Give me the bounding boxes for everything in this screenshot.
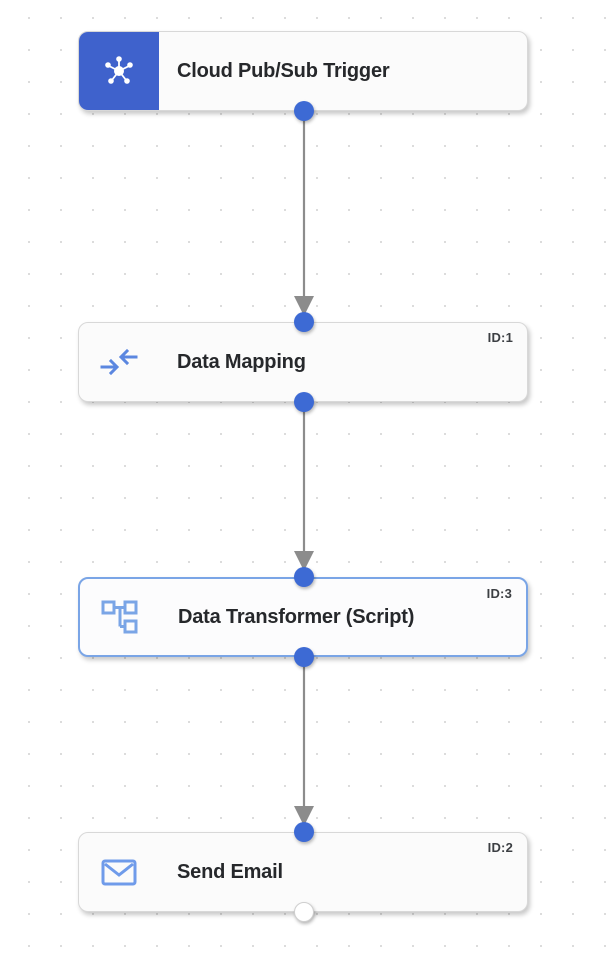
envelope-icon: [101, 859, 137, 886]
arrows-converge-icon: [100, 348, 138, 376]
node-id-badge: ID:1: [487, 330, 513, 345]
node-title: Data Transformer (Script): [178, 605, 415, 628]
port-output-send-email[interactable]: [294, 902, 314, 922]
port-input-send-email[interactable]: [294, 822, 314, 842]
node-send-email[interactable]: Send Email ID:2: [78, 832, 528, 912]
port-output-cloud-pubsub-trigger[interactable]: [294, 101, 314, 121]
node-data-transformer-script[interactable]: Data Transformer (Script) ID:3: [78, 577, 528, 657]
port-output-data-mapping[interactable]: [294, 392, 314, 412]
node-title: Cloud Pub/Sub Trigger: [177, 59, 390, 82]
node-title: Send Email: [177, 860, 283, 883]
node-icon-panel: [79, 32, 159, 110]
edge-transformer-to-email[interactable]: [294, 657, 314, 826]
edge-trigger-to-mapping[interactable]: [294, 111, 314, 316]
port-input-data-mapping[interactable]: [294, 312, 314, 332]
pubsub-hub-icon: [105, 56, 133, 84]
node-icon-panel: [80, 579, 160, 655]
node-title: Data Mapping: [177, 350, 306, 373]
port-output-data-transformer-script[interactable]: [294, 647, 314, 667]
port-input-data-transformer-script[interactable]: [294, 567, 314, 587]
edge-mapping-to-transformer[interactable]: [294, 402, 314, 571]
node-icon-panel: [79, 833, 159, 911]
node-id-badge: ID:3: [486, 586, 512, 601]
node-cloud-pubsub-trigger[interactable]: Cloud Pub/Sub Trigger: [78, 31, 528, 111]
node-data-mapping[interactable]: Data Mapping ID:1: [78, 322, 528, 402]
hierarchy-nodes-icon: [101, 600, 138, 634]
node-icon-panel: [79, 323, 159, 401]
node-id-badge: ID:2: [487, 840, 513, 855]
